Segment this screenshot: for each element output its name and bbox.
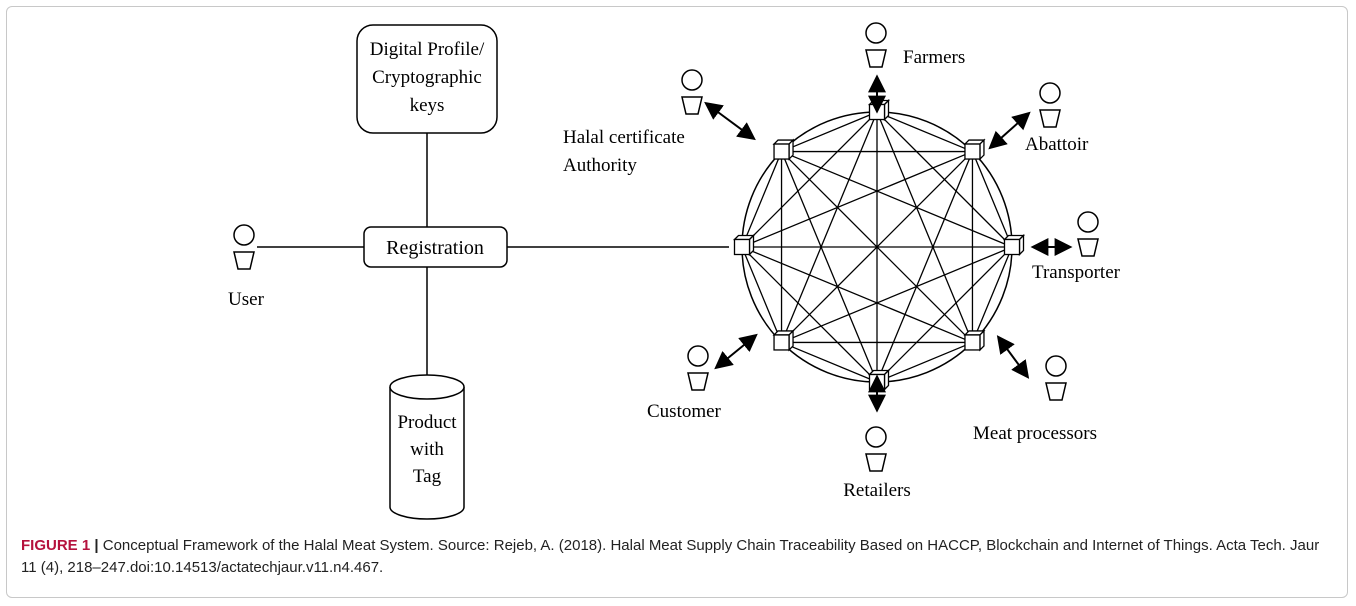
node-cube-top-left <box>772 138 795 161</box>
halal-meat-framework-diagram: Digital Profile/ Cryptographic keys Regi… <box>228 22 1121 520</box>
product-line-2: with <box>410 439 444 460</box>
customer-arrow <box>714 333 758 370</box>
digital-profile-line-3: keys <box>410 95 445 116</box>
digital-profile-line-1: Digital Profile/ <box>370 39 485 60</box>
user-icon <box>233 224 255 270</box>
mesh-link <box>781 341 878 383</box>
mesh-link <box>741 246 973 344</box>
mesh-link <box>780 151 878 383</box>
mesh-link <box>780 111 878 343</box>
product-cylinder <box>389 374 465 520</box>
halal-authority-person-icon <box>681 69 703 115</box>
retailers-person-icon <box>865 426 887 472</box>
mesh-link <box>741 150 973 248</box>
node-cube-bottom <box>867 368 891 392</box>
mesh-link <box>971 246 1013 343</box>
mesh-link <box>781 150 1013 248</box>
halal-authority-line-2: Authority <box>563 155 637 176</box>
node-cube-bottom-left <box>772 329 795 352</box>
mesh-link <box>876 341 973 383</box>
abattoir-person-icon <box>1039 82 1061 128</box>
meat-processors-arrow <box>996 335 1030 379</box>
caption-text: Conceptual Framework of the Halal Meat S… <box>21 537 1320 576</box>
mesh-link <box>876 111 974 343</box>
mesh-link <box>971 151 1013 248</box>
retailers-label: Retailers <box>843 480 911 501</box>
transporter-label: Transporter <box>1032 262 1121 283</box>
node-cube-right <box>1002 233 1026 257</box>
node-cube-bottom-right <box>963 329 986 352</box>
mesh-link <box>781 111 878 153</box>
mesh-link <box>741 246 878 383</box>
meat-processors-label: Meat processors <box>973 423 1097 444</box>
transporter-person-icon <box>1077 211 1099 257</box>
mesh-link <box>781 246 1013 344</box>
mesh-link <box>741 246 783 343</box>
mesh-link <box>741 151 783 248</box>
figure-frame: Digital Profile/ Cryptographic keys Regi… <box>6 6 1348 598</box>
node-cube-top <box>867 98 891 122</box>
mesh-link <box>876 151 974 383</box>
registration-box <box>363 226 508 268</box>
halal-authority-line-1: Halal certificate <box>563 127 685 148</box>
digital-profile-line-2: Cryptographic <box>372 67 482 88</box>
network-mesh <box>741 111 1013 383</box>
abattoir-label: Abattoir <box>1025 134 1089 155</box>
product-line-1: Product <box>397 412 457 433</box>
caption-separator: | <box>90 537 103 554</box>
halal-authority-arrow <box>704 101 756 141</box>
abattoir-arrow <box>988 111 1031 150</box>
figure-label: FIGURE 1 <box>21 537 91 554</box>
product-line-3: Tag <box>413 466 442 487</box>
user-label: User <box>228 289 265 310</box>
customer-label: Customer <box>647 401 722 422</box>
farmers-person-icon <box>865 22 887 68</box>
node-cube-top-right <box>963 138 986 161</box>
registration-label: Registration <box>386 237 484 259</box>
farmers-label: Farmers <box>903 47 965 68</box>
customer-person-icon <box>687 345 709 391</box>
meat-processors-person-icon <box>1045 355 1067 401</box>
mesh-link <box>876 111 973 153</box>
node-cube-left <box>732 233 756 257</box>
figure-caption: FIGURE 1 | Conceptual Framework of the H… <box>21 535 1321 579</box>
mesh-link <box>781 151 973 343</box>
